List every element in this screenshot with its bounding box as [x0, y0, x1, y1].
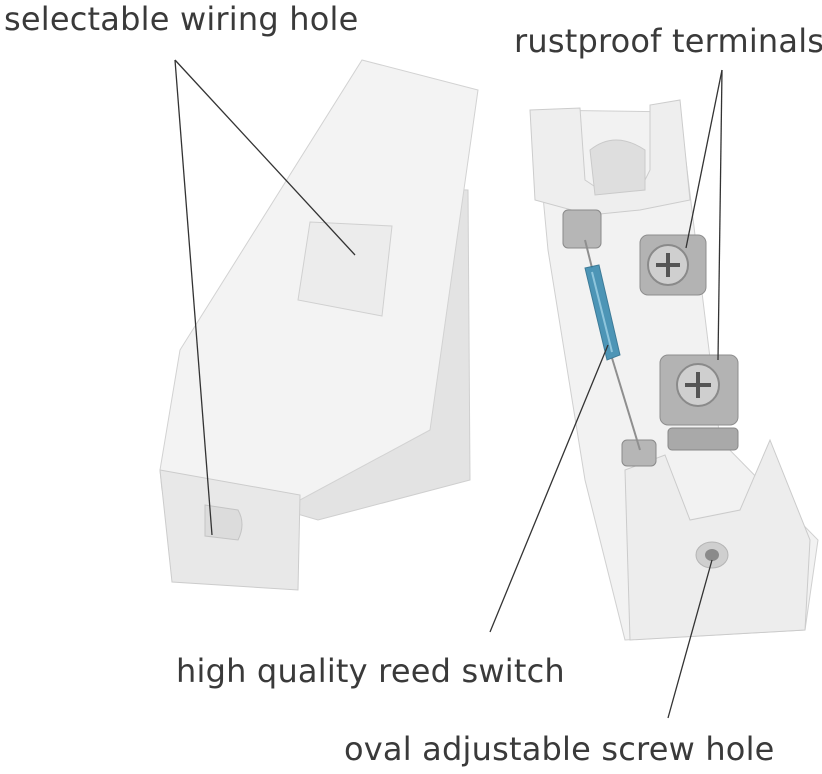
terminal-top — [639, 234, 707, 296]
label-rustproof-terminals: rustproof terminals — [514, 22, 822, 60]
reed-switch — [584, 239, 641, 451]
oval-screw-hole-center — [705, 549, 719, 561]
wiring-hole-recess — [297, 221, 393, 317]
wiring-hole-slot — [204, 504, 243, 541]
magnet-housing — [159, 59, 479, 591]
leader-line-wiring-recess — [174, 59, 356, 256]
leader-line-oval — [667, 559, 713, 719]
leader-lines — [174, 59, 723, 719]
label-oval-screw-hole: oval adjustable screw hole — [344, 730, 775, 768]
phillips-screw-icon — [685, 372, 711, 398]
wire-clamp-bottom — [621, 439, 657, 467]
label-selectable-wiring-hole: selectable wiring hole — [4, 0, 359, 38]
leader-line-reed — [489, 344, 609, 633]
leader-line-wiring-slot — [174, 59, 213, 536]
phillips-screw-icon — [656, 253, 680, 277]
label-reed-switch: high quality reed switch — [176, 652, 565, 690]
leader-line-terminal-bottom — [717, 69, 723, 361]
leader-line-terminal-top — [685, 69, 723, 249]
wire-clamp-top — [562, 209, 602, 249]
terminal-bottom — [659, 354, 739, 451]
